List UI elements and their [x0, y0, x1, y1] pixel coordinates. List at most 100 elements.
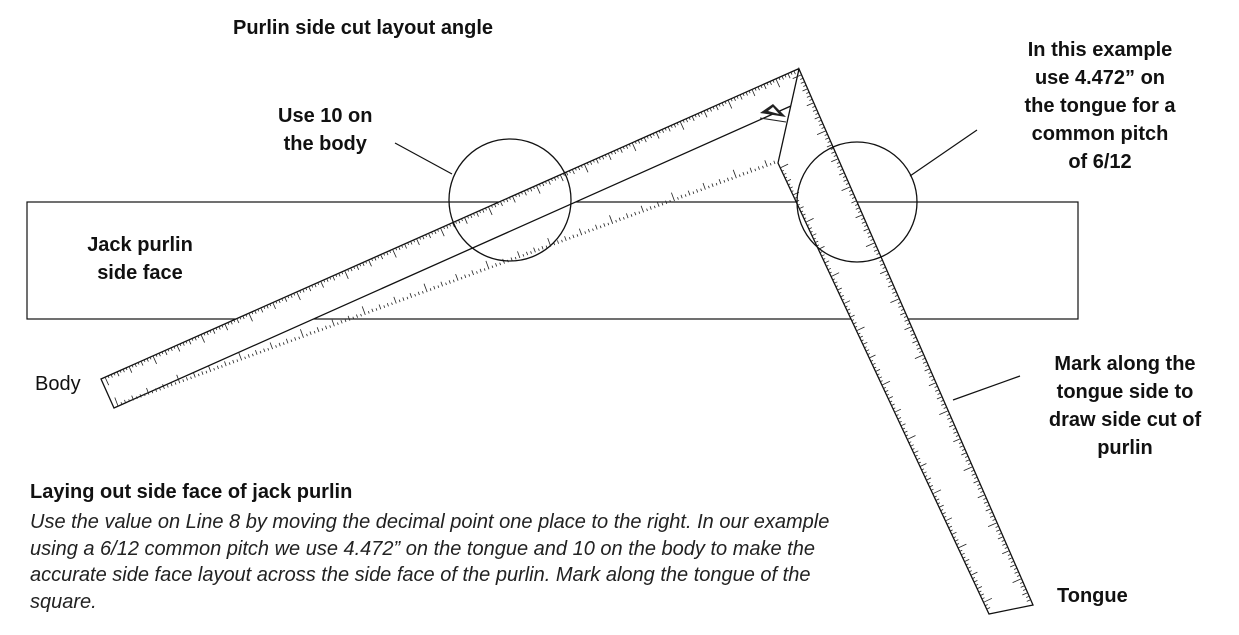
ruler-tick	[806, 102, 814, 107]
ruler-tick	[213, 367, 215, 371]
ruler-tick	[838, 292, 842, 294]
ruler-tick	[937, 393, 941, 395]
ruler-tick	[922, 358, 925, 360]
ruler-tick	[173, 346, 176, 349]
ruler-tick	[485, 260, 490, 270]
ruler-tick	[1019, 582, 1023, 584]
ruler-tick	[987, 522, 997, 527]
ruler-tick	[359, 263, 362, 267]
ruler-tick	[212, 328, 216, 334]
ruler-tick	[601, 155, 605, 160]
ruler-tick	[855, 214, 863, 219]
ruler-tick	[646, 208, 648, 212]
ruler-tick	[806, 95, 811, 98]
ruler-tick	[851, 200, 857, 204]
ruler-tick	[819, 123, 823, 126]
ruler-tick	[407, 242, 409, 246]
ruler-tick	[812, 109, 817, 112]
ruler-tick	[861, 218, 864, 220]
ruler-tick	[787, 183, 791, 186]
ruler-tick	[935, 389, 939, 392]
ruler-tick	[826, 264, 829, 267]
ruler-tick	[352, 316, 355, 320]
ruler-tick	[247, 354, 250, 358]
ruler-tick	[299, 290, 302, 293]
ruler-tick	[873, 246, 876, 248]
ruler-tick	[174, 382, 177, 385]
ruler-tick	[383, 305, 386, 308]
ruler-tick	[512, 195, 516, 203]
ruler-tick	[702, 182, 706, 190]
ruler-tick	[545, 181, 547, 184]
ruler-tick	[805, 218, 814, 223]
ruler-tick	[951, 531, 957, 535]
ruler-tick	[815, 113, 818, 115]
ruler-tick	[974, 580, 978, 583]
ruler-tick	[891, 288, 895, 290]
ruler-tick	[879, 260, 883, 262]
ruler-tick	[980, 491, 983, 493]
ruler-tick	[977, 586, 983, 589]
ruler-tick	[176, 374, 181, 384]
ruler-tick	[125, 367, 128, 371]
ruler-tick	[221, 324, 224, 328]
ruler-tick	[697, 113, 700, 117]
ruler-tick	[723, 180, 726, 183]
ruler-tick	[766, 82, 769, 86]
ruler-tick	[293, 293, 296, 296]
ruler-tick	[749, 167, 753, 173]
ruler-tick	[353, 266, 356, 269]
ruler-tick	[819, 251, 823, 254]
ruler-tick	[146, 358, 149, 362]
ruler-tick	[910, 333, 915, 336]
ruler-tick	[934, 386, 938, 388]
ruler-tick	[197, 335, 200, 339]
ruler-tick	[946, 414, 950, 416]
ruler-tick	[290, 294, 293, 298]
ruler-tick	[176, 344, 181, 352]
ruler-tick	[894, 295, 898, 297]
ruler-tick	[940, 400, 944, 402]
body-upper-ticks	[104, 70, 796, 386]
ruler-tick	[916, 457, 921, 461]
ruler-tick	[305, 287, 308, 291]
ruler-tick	[839, 169, 843, 171]
ruler-tick	[936, 396, 942, 400]
ruler-tick	[926, 477, 932, 481]
ruler-tick	[905, 434, 909, 437]
caption-title: Laying out side face of jack purlin	[30, 481, 353, 503]
ruler-tick	[700, 188, 702, 192]
ruler-tick	[224, 361, 227, 367]
ruler-tick	[179, 343, 182, 347]
ruler-tick	[618, 217, 621, 222]
ruler-tick	[837, 165, 841, 168]
ruler-tick	[583, 163, 589, 173]
ruler-tick	[661, 129, 664, 133]
ruler-tick	[809, 99, 812, 101]
ruler-tick	[919, 351, 922, 353]
ruler-tick	[1001, 540, 1005, 542]
ruler-tick	[592, 159, 595, 163]
ruler-tick	[691, 116, 695, 121]
ruler-tick	[495, 263, 498, 267]
ruler-tick	[977, 487, 982, 490]
ruler-tick	[216, 365, 219, 370]
ruler-tick	[368, 259, 372, 267]
ruler-tick	[906, 323, 910, 325]
ruler-tick	[361, 306, 366, 316]
ruler-tick	[269, 342, 273, 350]
ruler-tick	[1020, 585, 1025, 588]
ruler-tick	[275, 301, 278, 304]
ruler-tick	[724, 101, 727, 105]
ruler-tick	[739, 94, 743, 100]
ruler-tick	[937, 502, 941, 505]
ruler-tick	[806, 224, 810, 227]
ruler-tick	[622, 146, 625, 150]
ruler-tick	[873, 366, 877, 369]
ruler-tick	[260, 307, 264, 313]
ruler-tick	[730, 98, 733, 102]
ruler-tick	[281, 298, 284, 301]
ruler-tick	[392, 249, 397, 258]
ruler-tick	[797, 203, 800, 206]
ruler-tick	[878, 376, 883, 379]
